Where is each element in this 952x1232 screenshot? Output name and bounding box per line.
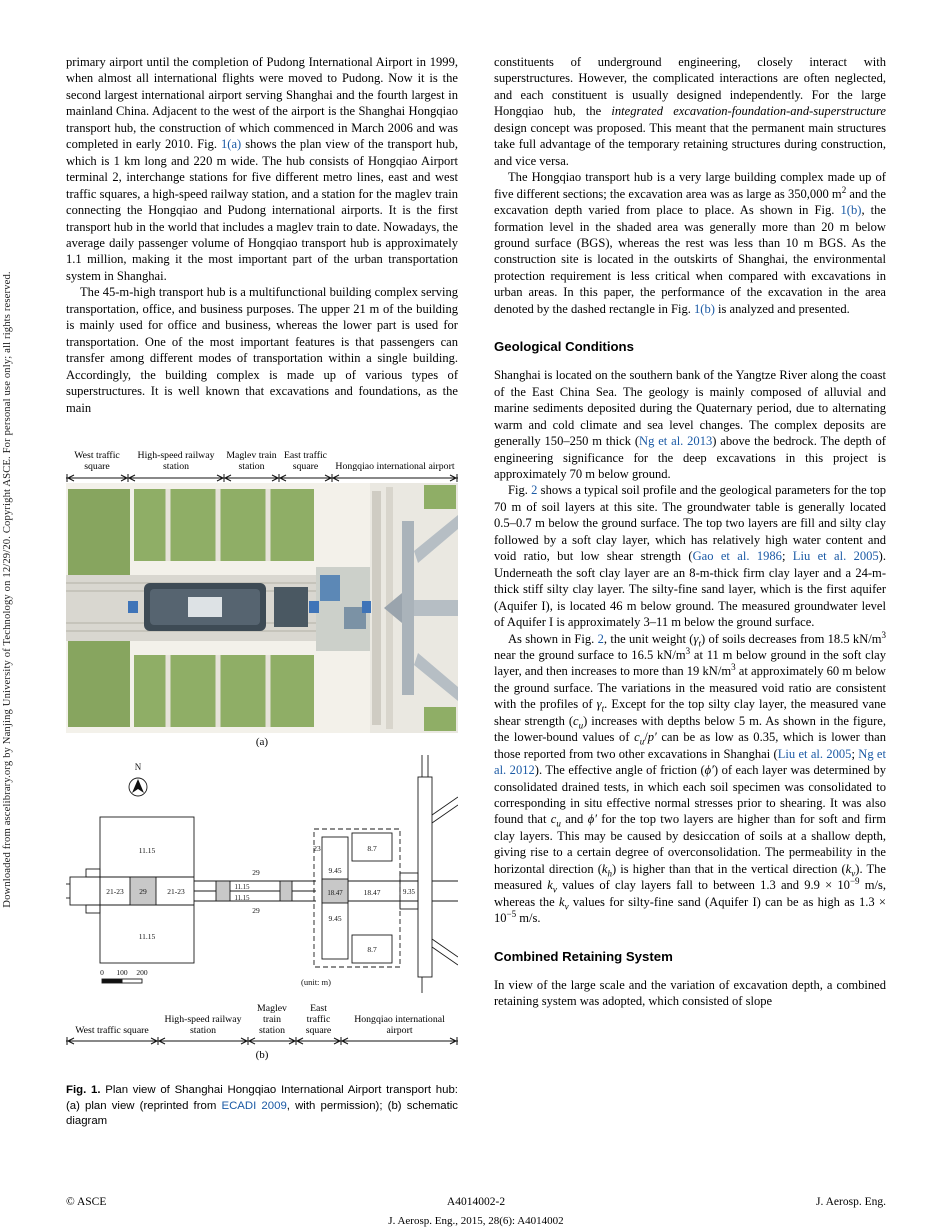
heading-geological-conditions: Geological Conditions [494,339,634,355]
left-column: primary airport until the completion of … [66,54,458,1129]
label-east-traffic-square: East traffic square [305,1002,332,1037]
label-hongqiao-airport: Hongqiao international airport [335,461,455,473]
dim-label: 11.15 [139,932,156,941]
figure-1: West traffic square High-speed railway s… [66,450,458,1129]
paragraph: In view of the large scale and the varia… [494,977,886,1009]
citation-link[interactable]: Ng et al. 2012 [494,746,886,778]
parkland-central [134,488,314,727]
north-arrow-icon [132,778,144,793]
dim-label: 21-23 [106,887,124,896]
plan-view-illustration [66,482,458,733]
panel-a-dimension-line [66,473,458,482]
paragraph: The 45-m-high transport hub is a multifu… [66,285,458,415]
paragraph: As shown in Fig. 2, the unit weight (γt)… [494,629,887,926]
citation-line: J. Aerosp. Eng., 2015, 28(6): A4014002 [388,1215,564,1227]
citation-link[interactable]: 1(b) [694,301,715,316]
dim-label: 29 [139,887,147,896]
heading-combined-retaining-system: Combined Retaining System [494,948,673,964]
dim-label: 11.15 [234,895,250,902]
east-traffic-square [316,566,370,651]
paragraph: primary airport until the completion of … [66,55,458,283]
label-hongqiao-airport: Hongqiao international airport [354,1013,445,1037]
right-column: constituents of underground engineering,… [494,54,886,1129]
label-maglev-station: Maglev train station [226,449,277,473]
dim-label: 11.15 [139,846,156,855]
unit-label: (unit: m) [301,977,331,987]
scale-bar-open [121,978,143,984]
dim-label: 29 [252,906,260,915]
label-west-traffic-square: West traffic square [74,449,120,473]
footer-page-number: A4014002-2 [446,1196,506,1208]
footer-copyright: © ASCE [66,1196,107,1208]
citation-link[interactable]: ECADI 2009 [221,1099,287,1112]
panel-a-tag: (a) [255,735,269,748]
panel-b-labels: West traffic square High-speed railway s… [66,1003,458,1037]
footer-journal: J. Aerosp. Eng. [816,1196,886,1208]
label-maglev-station: Maglev train station [257,1002,287,1037]
dim-label: 8.7 [367,844,377,853]
two-column-content: primary airport until the completion of … [66,54,886,1129]
scale-label: 100 [116,968,128,977]
citation-link[interactable]: 2 [597,631,604,646]
metro-station-markers [128,600,371,613]
dim-label: 9.45 [328,866,341,875]
dim-label: 29 [252,868,260,877]
maglev-station-building [274,586,308,627]
paragraph: Fig. 2 shows a typical soil profile and … [494,483,886,630]
parkland-airport [424,484,456,731]
panel-b-dimension-line [66,1037,458,1046]
label-high-speed-station: High-speed railway station [164,1013,242,1037]
dim-label: 9.45 [328,914,341,923]
figure-1-caption: Fig. 1. Plan view of Shanghai Hongqiao I… [66,1084,458,1128]
citation-link[interactable]: Liu et al. 2005 [792,549,879,564]
airport-terminal [384,514,458,701]
dim-label: 23 [313,844,321,853]
label-east-traffic-square: East traffic square [283,449,328,473]
dim-label: 18.47 [364,888,381,897]
airport-outline [417,776,433,978]
scale-bar-solid [101,978,123,984]
download-watermark: Downloaded from ascelibrary.org by Nanji… [2,271,13,908]
dim-label: 9.35 [403,889,415,896]
north-arrow-circle [128,777,148,797]
citation-link[interactable]: Gao et al. 1986 [692,549,782,564]
citation-link[interactable]: 1(a) [221,137,242,152]
paragraph: Shanghai is located on the southern bank… [494,368,886,481]
citation-link[interactable]: Ng et al. 2013 [639,434,713,449]
schematic-dimensions: N 11.15 21-23 29 21-23 11.15 29 11.15 11… [100,762,415,987]
paragraph: constituents of underground engineering,… [494,55,886,168]
page-footer: © ASCE A4014002-2 J. Aerosp. Eng. [66,1196,886,1212]
paragraph: The Hongqiao transport hub is a very lar… [494,170,887,316]
dim-label: 8.7 [367,945,377,954]
label-west-traffic-square: West traffic square [75,1025,149,1037]
citation-link[interactable]: 2 [531,483,538,498]
dim-label: 21-23 [167,887,185,896]
citation-link[interactable]: 1(b) [840,203,862,218]
north-label: N [135,762,142,772]
dim-label: 18.47 [327,890,343,897]
panel-a-labels: West traffic square High-speed railway s… [66,450,458,473]
label-high-speed-station: High-speed railway station [137,449,215,473]
scale-label: 0 [100,968,104,977]
schematic-outlines [66,754,458,993]
railway-station-building [144,582,266,631]
panel-b-tag: (b) [255,1049,269,1062]
schematic-diagram: N 11.15 21-23 29 21-23 11.15 29 11.15 11… [66,754,458,993]
scale-label: 200 [136,968,148,977]
dim-label: 11.15 [234,884,250,891]
citation-link[interactable]: Liu et al. 2005 [777,746,852,761]
